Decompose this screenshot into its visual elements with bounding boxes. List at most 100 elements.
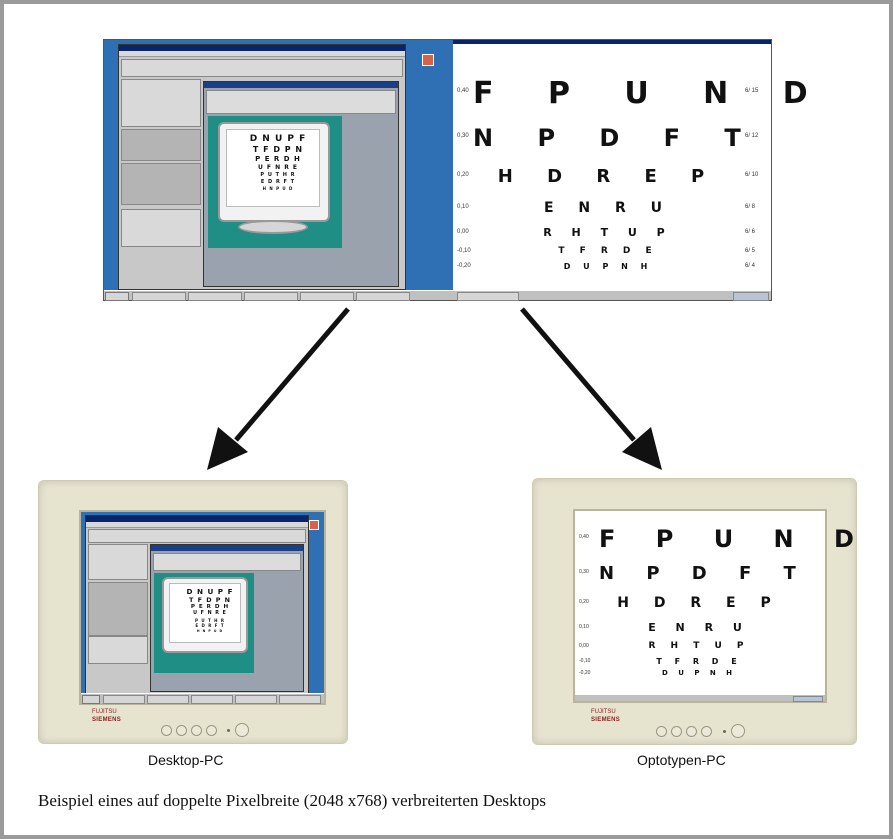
label-desktop-pc: Desktop-PC — [148, 752, 224, 768]
monitor-button[interactable] — [191, 725, 202, 736]
small-chart-line: P U T H R — [260, 172, 296, 178]
logmar-value: -0,20 — [457, 263, 471, 269]
taskbar-item[interactable] — [279, 695, 321, 704]
logmar-value: -0,20 — [579, 669, 591, 676]
optotype-row: N P D F T — [473, 124, 759, 152]
monitor-button[interactable] — [686, 726, 697, 737]
monitor-button[interactable] — [701, 726, 712, 737]
optotype-row: D U P N H — [661, 669, 737, 677]
logmar-value: 0,00 — [579, 642, 589, 649]
logmar-value: 0,30 — [579, 569, 589, 575]
optotypen-taskbar — [575, 694, 825, 702]
taskbar-item[interactable] — [457, 292, 519, 301]
small-chart-line: H N P U D — [262, 186, 294, 191]
desktop-status — [88, 636, 148, 664]
notes-panel-2 — [121, 163, 201, 205]
snellen-value: 6/ 4 — [745, 263, 756, 269]
snellen-value: 6/ 6 — [745, 228, 756, 235]
taskbar-item[interactable] — [188, 292, 242, 301]
chart-toolbar — [206, 90, 396, 114]
figure-caption: Beispiel eines auf doppelte Pixelbreite … — [38, 791, 546, 810]
small-chart-line: P E R D H — [190, 604, 230, 610]
optotype-row: T F R D E — [656, 657, 742, 666]
status-panel — [121, 209, 201, 247]
monitor-button[interactable] — [656, 726, 667, 737]
brand-prefix: FUJITSU — [92, 709, 117, 715]
desktop-shortcut-icon-2[interactable] — [309, 520, 319, 530]
small-chart-line: D N U P F — [186, 587, 234, 597]
optotype-row: F P U N D — [599, 525, 870, 553]
optotype-row: E N R U — [543, 200, 673, 216]
desktop-data-table — [88, 544, 148, 580]
snellen-value: 6/ 15 — [745, 88, 759, 94]
small-chart-line: U F N R E — [257, 164, 299, 171]
data-table — [121, 79, 201, 127]
monitor-button[interactable] — [161, 725, 172, 736]
snellen-value: 6/ 5 — [745, 247, 756, 254]
optotype-row: N P D F T — [599, 563, 809, 584]
small-chart-line: T F D P N — [252, 145, 304, 154]
optotype-row: H D R E P — [497, 166, 719, 187]
customer-form — [121, 59, 403, 77]
small-chart-line: H N P U D — [196, 628, 224, 633]
taskbar-item[interactable] — [356, 292, 410, 301]
desktop-shortcut-icon[interactable] — [422, 54, 434, 66]
desktop-start-button[interactable] — [82, 695, 100, 704]
logmar-value: -0,10 — [579, 658, 591, 664]
taskbar — [104, 290, 453, 301]
brand-logo: SIEMENS — [92, 717, 122, 723]
logmar-value: 0,40 — [457, 88, 469, 94]
desktop-customer-form — [88, 529, 306, 543]
desktop-taskbar — [81, 693, 324, 704]
optotype-row: H D R E P — [617, 595, 781, 611]
power-button[interactable] — [235, 723, 249, 737]
monitor-button[interactable] — [671, 726, 682, 737]
brand-prefix-2: FUJITSU — [591, 709, 616, 715]
small-chart-line: U F N R E — [193, 611, 227, 617]
system-tray — [733, 292, 769, 301]
taskbar-item[interactable] — [191, 695, 233, 704]
small-chart-line: T F D P N — [189, 596, 231, 604]
start-button[interactable] — [105, 292, 129, 301]
small-chart-line: P U T H R — [195, 617, 225, 623]
desktop-chart-toolbar — [153, 553, 301, 571]
logmar-value: 0,20 — [579, 599, 589, 605]
small-chart-line: P E R D H — [255, 155, 301, 163]
taskbar-item[interactable] — [244, 292, 298, 301]
taskbar-item[interactable] — [103, 695, 145, 704]
optotype-row: F P U N D — [473, 76, 830, 111]
logmar-value: -0,10 — [457, 247, 471, 254]
optotypen-tray — [793, 696, 823, 702]
power-led-2 — [723, 730, 726, 733]
taskbar-item[interactable] — [300, 292, 354, 301]
taskbar-item[interactable] — [147, 695, 189, 704]
optotype-row: D U P N H — [563, 262, 653, 271]
power-led — [227, 729, 230, 732]
small-chart-line: E D R F T — [260, 179, 296, 185]
taskbar-item[interactable] — [132, 292, 186, 301]
taskbar-item[interactable] — [235, 695, 277, 704]
optotype-row: R H T U P — [648, 641, 750, 651]
taskbar-right — [453, 290, 771, 301]
small-chart-line: E D R F T — [195, 623, 225, 629]
brand-logo-2: SIEMENS — [591, 717, 621, 723]
monitor-button[interactable] — [206, 725, 217, 736]
optotype-row: T F R D E — [558, 246, 658, 256]
preview-crt-base — [238, 220, 308, 234]
power-button-2[interactable] — [731, 724, 745, 738]
snellen-value: 6/ 12 — [745, 133, 759, 139]
monitor-button[interactable] — [176, 725, 187, 736]
